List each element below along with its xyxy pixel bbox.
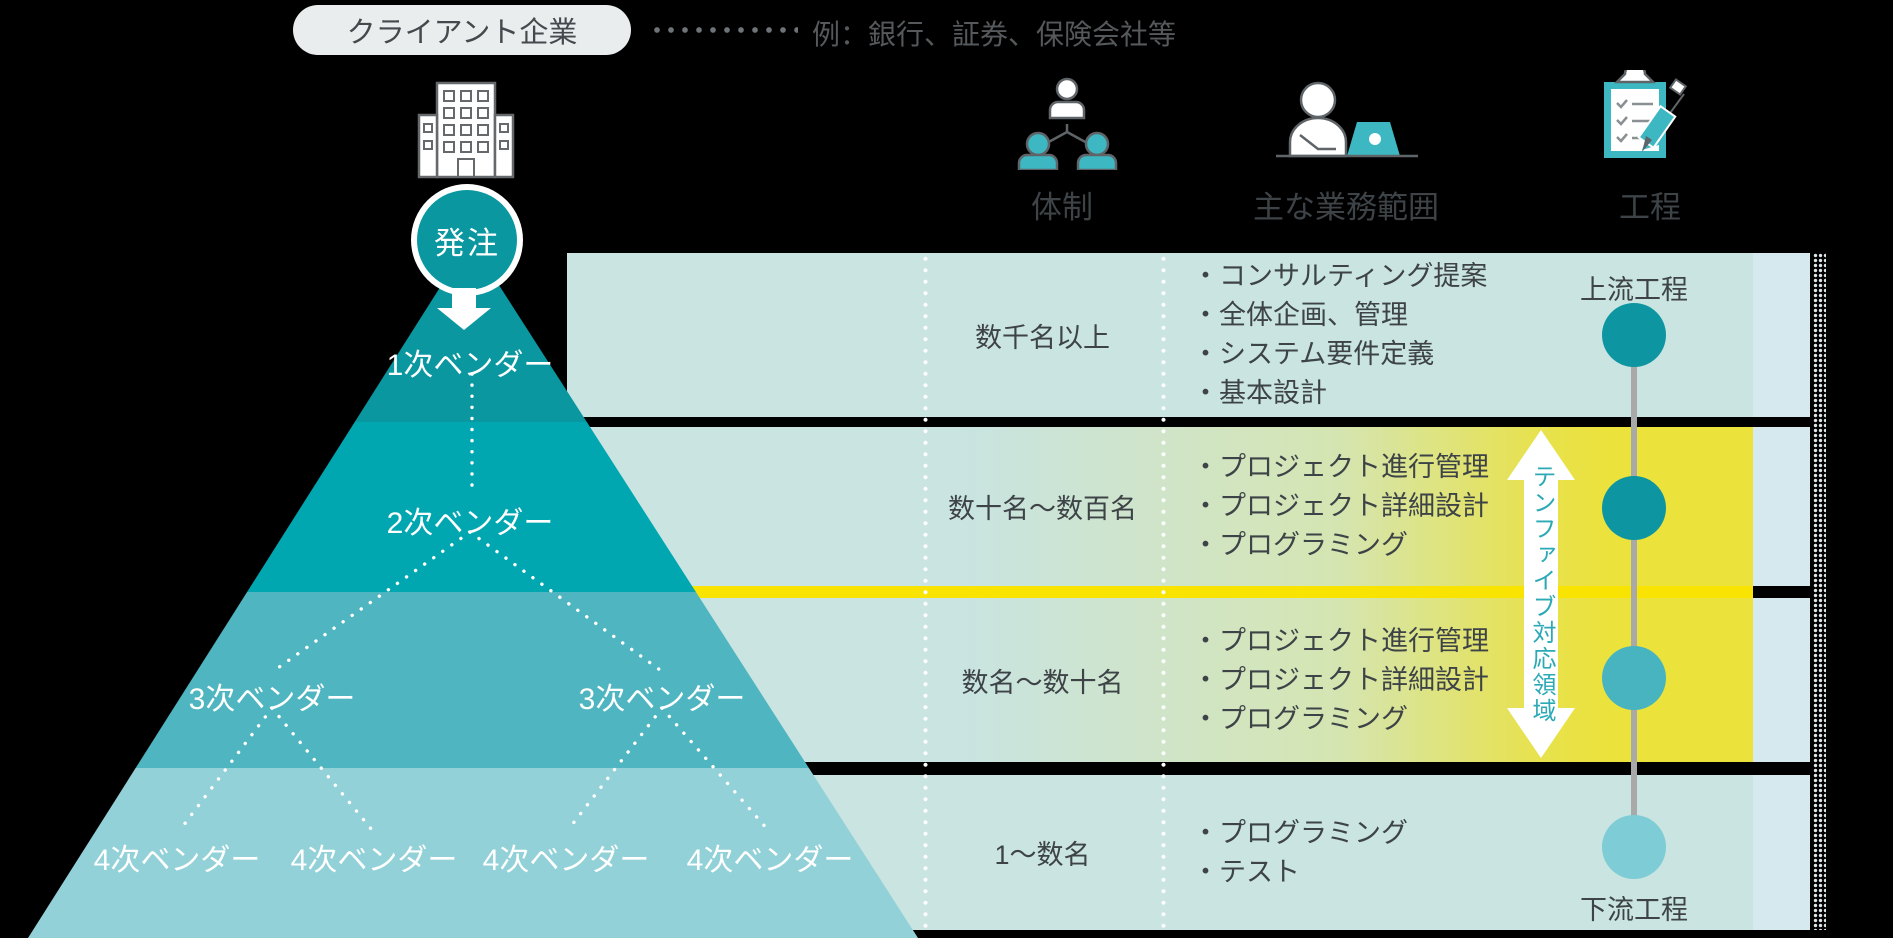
column-separator-2 [1161, 253, 1166, 930]
tier3-vendor-label: 3次ベンダー [578, 683, 746, 716]
tier1-vendor-label: 1次ベンダー [386, 349, 554, 382]
task-list-row-1: ・コンサルティング提案 ・全体企画、管理 ・システム要件定義 ・基本設計 [1192, 253, 1622, 417]
task-item: ・プロジェクト進行管理 [1192, 452, 1489, 482]
pyramid-tree-links [178, 372, 770, 832]
task-list-row-4: ・プログラミング ・テスト [1192, 775, 1622, 930]
tier4-vendor-label: 4次ベンダー [93, 844, 261, 877]
dotted-connector-line [650, 26, 798, 34]
task-item: ・プログラミング [1192, 703, 1408, 734]
order-badge: 発注 [417, 190, 517, 290]
process-step-dot-1 [1602, 303, 1666, 367]
column-header-process: 工程 [1619, 190, 1681, 225]
column-header-structure: 体制 [1031, 190, 1093, 225]
process-track-line [1631, 335, 1637, 847]
column-header-scope: 主な業務範囲 [1253, 190, 1439, 225]
task-item: ・全体企画、管理 [1192, 300, 1408, 330]
dotted-edge-texture [1813, 253, 1826, 930]
task-item: ・基本設計 [1192, 378, 1327, 408]
task-list-row-2: ・プロジェクト進行管理 ・プロジェクト詳細設計 ・プログラミング [1192, 427, 1622, 586]
tier4-vendor-label: 4次ベンダー [290, 844, 458, 877]
team-size-row-3: 数名〜数十名 [961, 667, 1124, 698]
task-list-row-3: ・プロジェクト進行管理 ・プロジェクト詳細設計 ・プログラミング [1192, 598, 1622, 762]
tier4-vendor-label: 4次ベンダー [686, 844, 854, 877]
team-size-row-4: 1〜数名 [994, 840, 1091, 870]
org-chart-icon [1017, 77, 1118, 170]
person-laptop-icon [1276, 81, 1418, 158]
team-size-row-1: 数千名以上 [975, 322, 1110, 353]
client-pill-label: クライアント企業 [346, 17, 578, 49]
column-separator-1 [923, 253, 928, 930]
task-item: ・プロジェクト詳細設計 [1192, 664, 1489, 695]
task-item: ・プロジェクト詳細設計 [1192, 491, 1489, 521]
task-item: ・テスト [1192, 856, 1300, 887]
task-item: ・システム要件定義 [1192, 339, 1435, 369]
order-down-arrow-icon [437, 288, 491, 330]
upstream-label: 上流工程 [1580, 275, 1688, 305]
clipboard-pencil-icon [1604, 70, 1688, 158]
tier3-vendor-label: 3次ベンダー [188, 683, 356, 716]
process-step-dot-3 [1602, 646, 1666, 710]
tier4-vendor-label: 4次ベンダー [482, 844, 650, 877]
process-step-dot-2 [1602, 476, 1666, 540]
task-item: ・コンサルティング提案 [1192, 261, 1488, 291]
task-item: ・プロジェクト進行管理 [1192, 625, 1489, 656]
highlight-double-arrow-icon [1507, 430, 1575, 758]
task-item: ・プログラミング [1192, 817, 1408, 848]
downstream-label: 下流工程 [1580, 895, 1688, 925]
building-icon [417, 81, 515, 179]
highlight-band-label: テンファイブ対応領域 [1528, 464, 1555, 724]
order-badge-label: 発注 [434, 225, 500, 261]
client-example-note: 例：銀行、証券、保険会社等 [812, 19, 1177, 50]
process-step-dot-4 [1602, 815, 1666, 879]
yellow-divider [620, 586, 1753, 598]
team-size-row-2: 数十名〜数百名 [948, 494, 1137, 524]
client-pill: クライアント企業 [293, 5, 631, 55]
task-item: ・プログラミング [1192, 530, 1408, 560]
tier2-vendor-label: 2次ベンダー [386, 507, 554, 540]
